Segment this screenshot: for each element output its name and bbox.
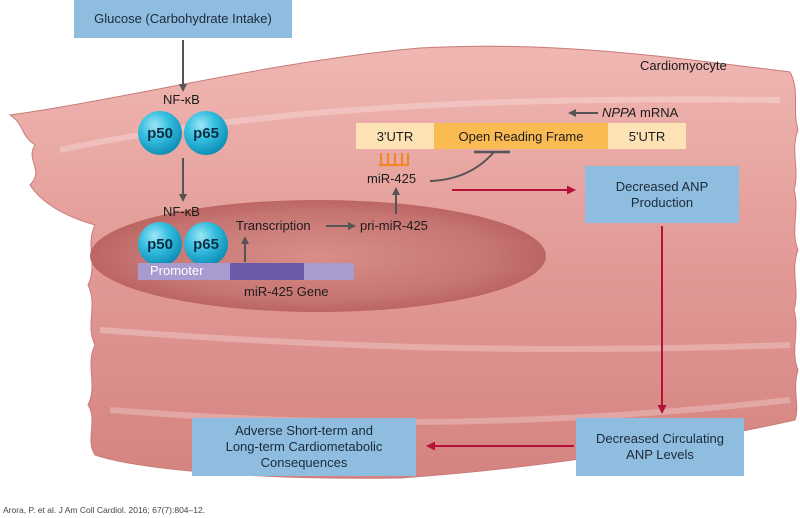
mir-425-label: miR-425 — [367, 171, 417, 186]
glucose-label: Glucose (Carbohydrate Intake) — [94, 11, 272, 26]
utr3-segment: 3'UTR — [356, 123, 434, 149]
utr5-label: 5'UTR — [628, 128, 666, 144]
cardiomyocyte-label: Cardiomyocyte — [640, 58, 727, 73]
nfkb-top-label: NF-κB — [163, 92, 200, 107]
p50-protein-bottom: p50 — [138, 222, 182, 266]
promoter-label: Promoter — [150, 263, 204, 278]
gene-label: miR-425 Gene — [244, 284, 329, 299]
mirna-binding-icon — [379, 153, 410, 167]
inhibition-line — [429, 151, 495, 182]
p65-protein-bottom: p65 — [184, 222, 228, 266]
anp-levels-line2: ANP Levels — [626, 447, 694, 462]
nppa-mrna-label: NPPA mRNA — [602, 105, 678, 120]
anp-production-box: Decreased ANP Production — [585, 166, 739, 223]
adverse-line3: Consequences — [260, 455, 348, 470]
striations — [59, 96, 791, 425]
orf-label: Open Reading Frame — [458, 128, 584, 144]
glucose-box: Glucose (Carbohydrate Intake) — [74, 0, 292, 38]
orf-segment: Open Reading Frame — [434, 123, 608, 149]
p65-label-top: p65 — [193, 124, 219, 142]
p50-label-top: p50 — [147, 124, 173, 142]
adverse-line2: Long-term Cardiometabolic — [225, 439, 383, 454]
anp-production-line1: Decreased ANP — [615, 178, 709, 194]
nppa-gene-name: NPPA — [602, 105, 637, 120]
mrna-suffix: mRNA — [636, 105, 679, 120]
anp-production-line2: Production — [630, 194, 694, 210]
p50-protein-top: p50 — [138, 111, 182, 155]
utr3-label: 3'UTR — [376, 128, 414, 144]
p50-label-bottom: p50 — [147, 235, 173, 253]
p65-label-bottom: p65 — [193, 235, 219, 253]
citation: Arora, P. et al. J Am Coll Cardiol. 2016… — [3, 505, 206, 515]
adverse-consequences-box: Adverse Short-term and Long-term Cardiom… — [192, 418, 416, 476]
pri-mir-label: pri-miR-425 — [360, 218, 428, 233]
p65-protein-top: p65 — [184, 111, 228, 155]
anp-levels-box: Decreased Circulating ANP Levels — [576, 418, 744, 476]
adverse-line1: Adverse Short-term and — [234, 423, 373, 438]
utr5-segment: 5'UTR — [608, 123, 686, 149]
anp-levels-line1: Decreased Circulating — [596, 431, 724, 446]
nfkb-bottom-label: NF-κB — [163, 204, 200, 219]
transcription-label: Transcription — [236, 218, 311, 233]
gene-segment — [230, 263, 304, 280]
